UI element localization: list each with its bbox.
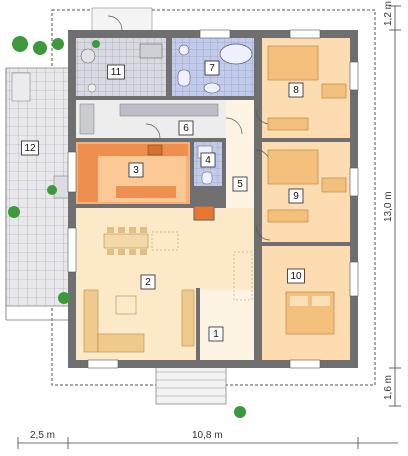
room-label-box [21, 140, 39, 156]
room-number: 5 [237, 179, 243, 190]
laundry-column [79, 103, 95, 135]
room-number: 9 [293, 191, 299, 202]
bathtub-icon [219, 43, 253, 65]
dim-bottom-left: 2,5 m [30, 430, 55, 441]
room-1-floor [200, 290, 256, 360]
utility-sink [87, 83, 97, 93]
hall-floor [226, 100, 256, 210]
room-number: 8 [293, 85, 299, 96]
room-label-5: 5 [232, 176, 248, 192]
sofa-icon [83, 289, 145, 353]
room-label-7: 7 [204, 60, 220, 76]
kitchen-island [116, 186, 176, 198]
room-label-12: 12 [21, 140, 39, 156]
stair-outline [233, 251, 253, 301]
roof-outline [51, 9, 376, 386]
room-label-8: 8 [288, 82, 304, 98]
room-label-10: 10 [287, 268, 305, 284]
utility-counter [139, 43, 163, 59]
bath-sink-icon [203, 82, 221, 94]
dim-right-top: 1,2 m [383, 1, 394, 26]
room-number: 7 [209, 63, 215, 74]
room-label-box [178, 120, 194, 136]
room-label-box [200, 152, 216, 168]
kitchen-counter-top [98, 144, 188, 156]
room-label-2: 2 [140, 274, 156, 290]
room-label-box [107, 64, 125, 80]
hall-wardrobe [119, 103, 219, 117]
room-number: 1 [213, 329, 219, 340]
room-label-9: 9 [288, 188, 304, 204]
dim-bottom-main: 10,8 m [192, 430, 223, 441]
tv-cabinet [181, 289, 195, 347]
bidet-icon [178, 44, 190, 56]
kitchen-counter-left [78, 144, 98, 202]
room-label-box [287, 268, 305, 284]
boiler-icon [80, 48, 96, 64]
room-label-box [204, 60, 220, 76]
room-number: 6 [183, 123, 189, 134]
room-label-box [288, 188, 304, 204]
desk-icon [267, 83, 347, 223]
plant-icon [8, 36, 246, 418]
room-label-1: 1 [208, 326, 224, 342]
fireplace-icon [193, 205, 215, 221]
stove-icon [147, 144, 163, 156]
room-label-11: 11 [107, 64, 125, 80]
wc-icon [201, 171, 213, 185]
windows [67, 29, 359, 369]
room-number: 2 [145, 277, 151, 288]
entrance-steps [155, 363, 227, 405]
terrace-bench [11, 72, 31, 102]
bed-icon [267, 45, 335, 335]
room-number: 11 [111, 67, 122, 78]
room-label-box [232, 176, 248, 192]
room-number: 3 [133, 165, 139, 176]
room-label-box [140, 274, 156, 290]
room-label-box [128, 162, 144, 178]
room-number: 12 [24, 143, 36, 154]
room-label-4: 4 [200, 152, 216, 168]
room-label-3: 3 [128, 162, 144, 178]
room-label-box [288, 82, 304, 98]
toilet-icon [177, 69, 191, 87]
room-label-box [208, 326, 224, 342]
dim-right-main: 13,0 m [383, 191, 394, 222]
room-number: 4 [205, 155, 211, 166]
interior-walls [76, 38, 350, 360]
dimension-lines [17, 5, 401, 449]
dining-set [103, 227, 179, 255]
room-label-6: 6 [178, 120, 194, 136]
room-number: 10 [290, 271, 302, 282]
dim-right-bottom: 1,6 m [383, 375, 394, 400]
